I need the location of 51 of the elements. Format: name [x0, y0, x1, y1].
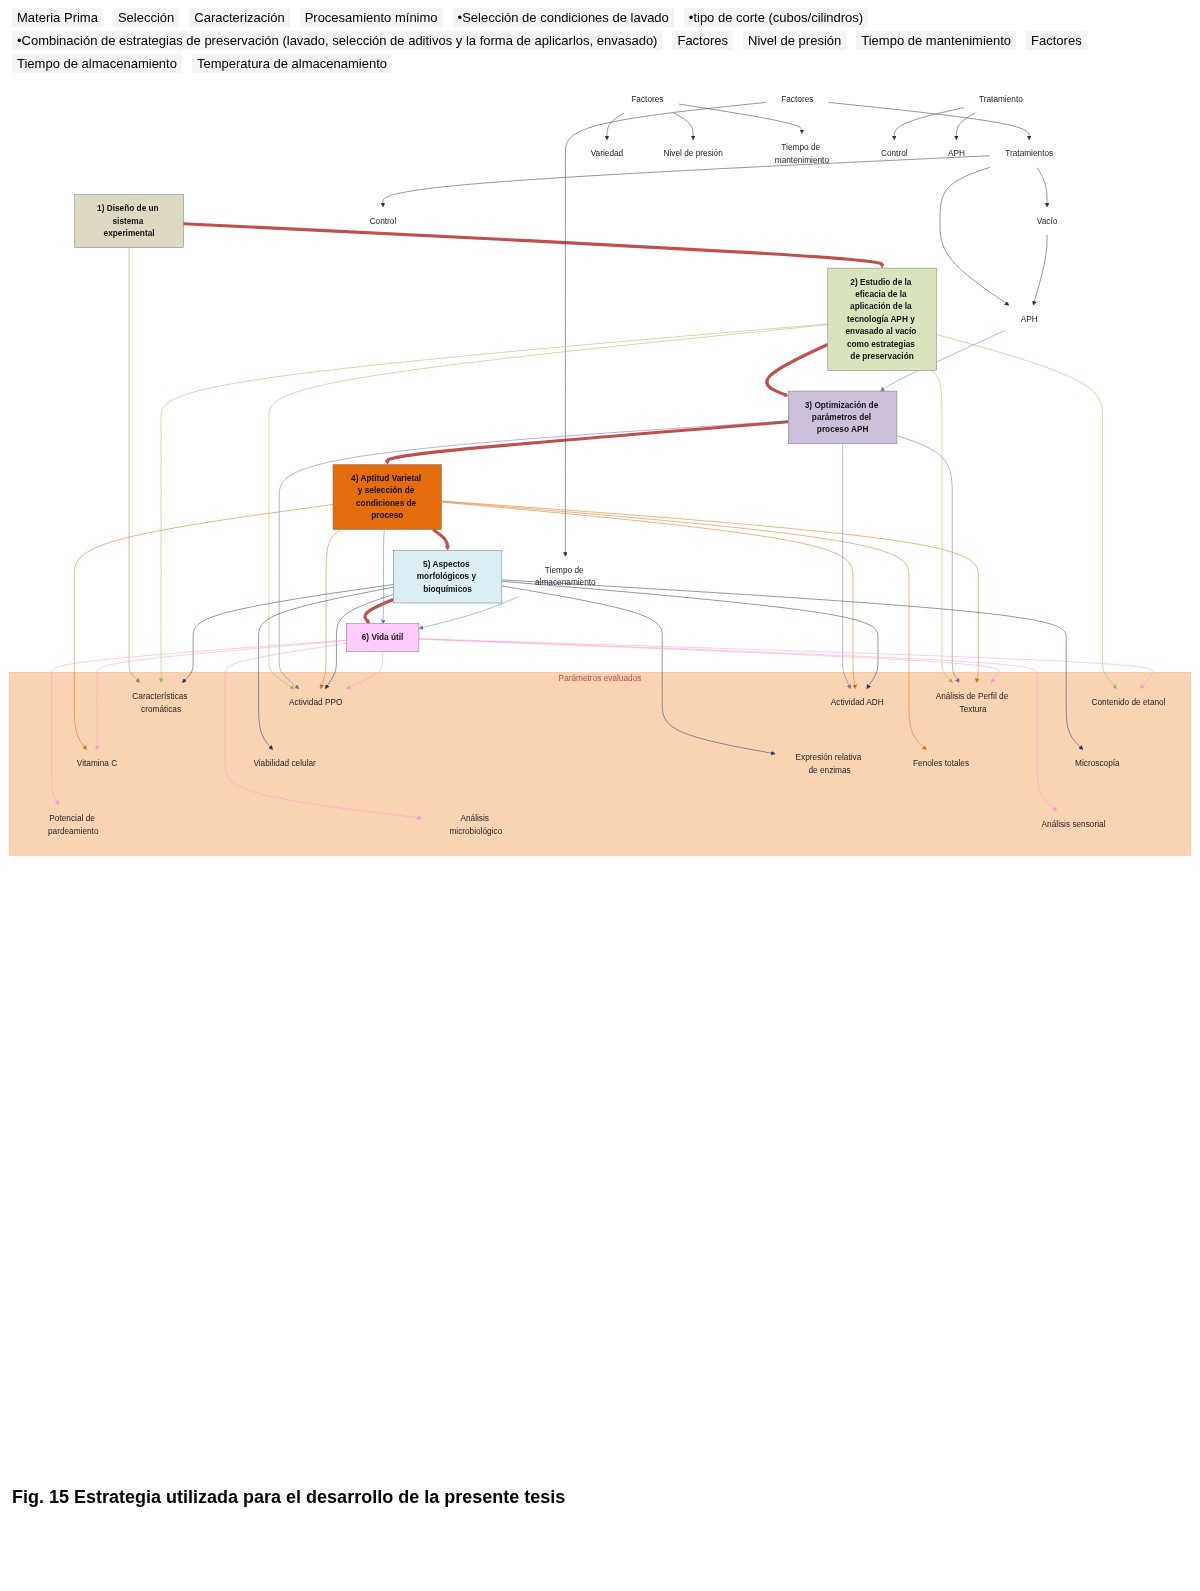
node-text: Variedad — [590, 149, 624, 159]
node-text: Análisis microbiológico — [449, 813, 503, 836]
note-text: Temperatura de almacenamiento — [191, 54, 392, 73]
node-text: Nivel de presión — [663, 149, 723, 159]
node-text: Vitamina C — [76, 759, 118, 768]
node-text: Tiempo de mantenimiento — [774, 143, 829, 165]
arrow — [385, 420, 789, 465]
node-text: Análisis sensorial — [1041, 820, 1106, 829]
node-text: APH — [947, 149, 965, 159]
node-text: Control — [369, 216, 397, 226]
note-text: Materia Prima — [12, 8, 103, 27]
note-text: Tiempo de mantenimiento — [856, 31, 1017, 50]
node-text: Características cromáticas — [132, 691, 188, 714]
node-box: 5) Aspectos morfológicos y bioquímicos — [393, 550, 503, 604]
node-text: Viabilidad celular — [253, 759, 316, 768]
node-text: Análisis de Perfil de Textura — [935, 691, 1009, 714]
node-box: 6) Vida útil — [345, 623, 420, 652]
arrow — [432, 528, 450, 551]
node-text: Control — [880, 149, 908, 159]
node-text: APH — [1020, 314, 1038, 324]
node-text: Fenoles totales — [913, 759, 970, 768]
node-text: Contenido de etanol — [1091, 698, 1166, 707]
node-text: Tratamientos — [1005, 149, 1054, 159]
node-box: 2) Estudio de la eficacia de la aplicación de la tecnología APH y envasado al vacío como estrategias de preservación — [827, 267, 937, 371]
node-text: Factores — [631, 94, 664, 104]
node-box: 4) Aptitud Varietal y selección de condiciones de proceso — [332, 464, 442, 530]
note-text: •Selección de condiciones de lavado — [452, 8, 674, 27]
note-text: Tiempo de almacenamiento — [12, 54, 182, 73]
note-text: Nivel de presión — [743, 31, 847, 50]
figure-caption: Fig. 15 Estrategia utilizada para el desarrollo de la presente tesis — [11, 1486, 567, 1509]
node-text: Vacío — [1036, 216, 1058, 226]
note-text: Procesamiento mínimo — [299, 8, 443, 27]
note-text: Factores — [1026, 31, 1087, 50]
note-text: •tipo de corte (cubos/cilindros) — [683, 8, 869, 27]
note-text: Caracterización — [189, 8, 290, 27]
arrow — [363, 598, 394, 624]
node-text: Tratamiento — [978, 94, 1023, 104]
node-text: Microscopía — [1075, 759, 1120, 768]
note-text: Selección — [112, 8, 180, 27]
arrow — [183, 222, 885, 269]
node-text: Potencial de pardeamiento — [47, 813, 99, 836]
node-text: Factores — [781, 94, 814, 104]
node-box: 3) Optimización de parámetros del proceso APH — [788, 390, 898, 445]
node-text: Actividad ADH — [830, 698, 884, 707]
node-text: Tiempo de almacenamiento — [535, 565, 596, 587]
node-text: Actividad PPO — [289, 698, 343, 707]
node-box: 1) Diseño de un sistema experimental — [74, 194, 184, 248]
note-text: Factores — [672, 31, 734, 50]
node-text: Expresión relativa de enzimas — [795, 752, 862, 775]
note-text: •Combinación de estrategias de preservación (lavado, selección de aditivos y la forma de aplicarlos, envasado) — [12, 31, 663, 50]
arrow — [765, 343, 829, 397]
